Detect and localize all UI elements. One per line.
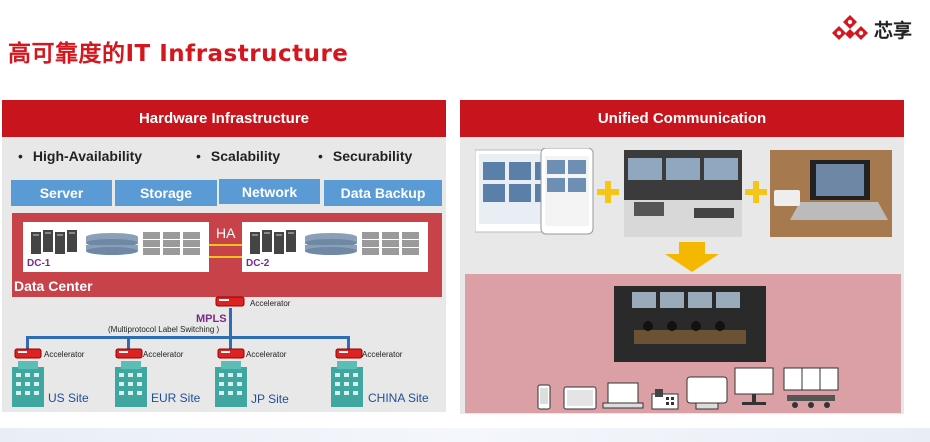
dc2-label: DC-2 (246, 258, 269, 269)
bullet-high-availability: High-Availability (18, 148, 142, 164)
logo-text: 芯享 (874, 16, 912, 43)
accelerator-label: Accelerator (362, 350, 402, 359)
ha-link-line (209, 256, 242, 258)
accelerator-icon (115, 347, 143, 360)
desk-phone-device-icon (651, 388, 679, 410)
building-icon (113, 361, 149, 407)
ha-label: HA (216, 225, 235, 241)
category-data-backup: Data Backup (324, 180, 442, 206)
category-network: Network (219, 179, 320, 204)
page-title: 高可靠度的IT Infrastructure (8, 34, 348, 68)
laptop-device-icon (602, 382, 644, 410)
mpls-subtitle: (Multiprotocol Label Switching ) (108, 325, 219, 334)
server-rack-icon (31, 228, 81, 256)
dc2-box: DC-2 (242, 222, 428, 272)
plus-icon (744, 180, 768, 204)
logo: 芯享 (830, 14, 912, 44)
accelerator-icon (335, 347, 363, 360)
communication-header: Unified Communication (460, 100, 904, 137)
category-storage: Storage (115, 180, 217, 206)
hardware-header: Hardware Infrastructure (2, 100, 446, 137)
footer-band (0, 428, 930, 442)
room-system-device-icon (686, 376, 728, 410)
building-icon (329, 361, 365, 407)
down-arrow-icon (663, 242, 721, 272)
accelerator-icon (215, 294, 245, 308)
site-label-jp: JP Site (251, 392, 289, 406)
dc1-box: DC-1 (23, 222, 209, 272)
accelerator-label: Accelerator (250, 299, 290, 308)
bullet-securability: Securability (318, 148, 412, 164)
storage-disk-icon (85, 232, 139, 256)
building-icon (10, 361, 46, 407)
accelerator-label: Accelerator (246, 350, 286, 359)
video-conference-app-image (475, 148, 595, 236)
site-label-us: US Site (48, 391, 89, 405)
storage-disk-icon (304, 232, 358, 256)
site-label-eur: EUR Site (151, 391, 200, 405)
category-server: Server (11, 180, 112, 206)
tablet-device-icon (563, 386, 597, 410)
accelerator-label: Accelerator (44, 350, 84, 359)
xinxiang-logo-icon (830, 14, 870, 44)
backup-unit-icon (143, 230, 203, 256)
mpls-trunk-line (229, 308, 232, 338)
plus-icon (596, 180, 620, 204)
site-label-china: CHINA Site (368, 391, 429, 405)
telepresence-device-icon (783, 367, 839, 409)
meeting-room-image (624, 150, 742, 237)
laptop-video-call-image (770, 150, 892, 237)
phone-device-icon (537, 384, 551, 410)
accelerator-icon (14, 347, 42, 360)
server-rack-icon (250, 228, 300, 256)
dc1-label: DC-1 (27, 258, 50, 269)
bullet-scalability: Scalability (196, 148, 280, 164)
mpls-label: MPLS (196, 313, 227, 325)
building-icon (213, 361, 249, 407)
conference-room-image (614, 286, 766, 362)
data-center-title: Data Center (14, 278, 93, 294)
mpls-backbone-line (26, 336, 350, 339)
accelerator-icon (217, 347, 245, 360)
accelerator-label: Accelerator (143, 350, 183, 359)
backup-unit-icon (362, 230, 422, 256)
monitor-device-icon (734, 367, 774, 407)
ha-link-line (209, 244, 242, 246)
